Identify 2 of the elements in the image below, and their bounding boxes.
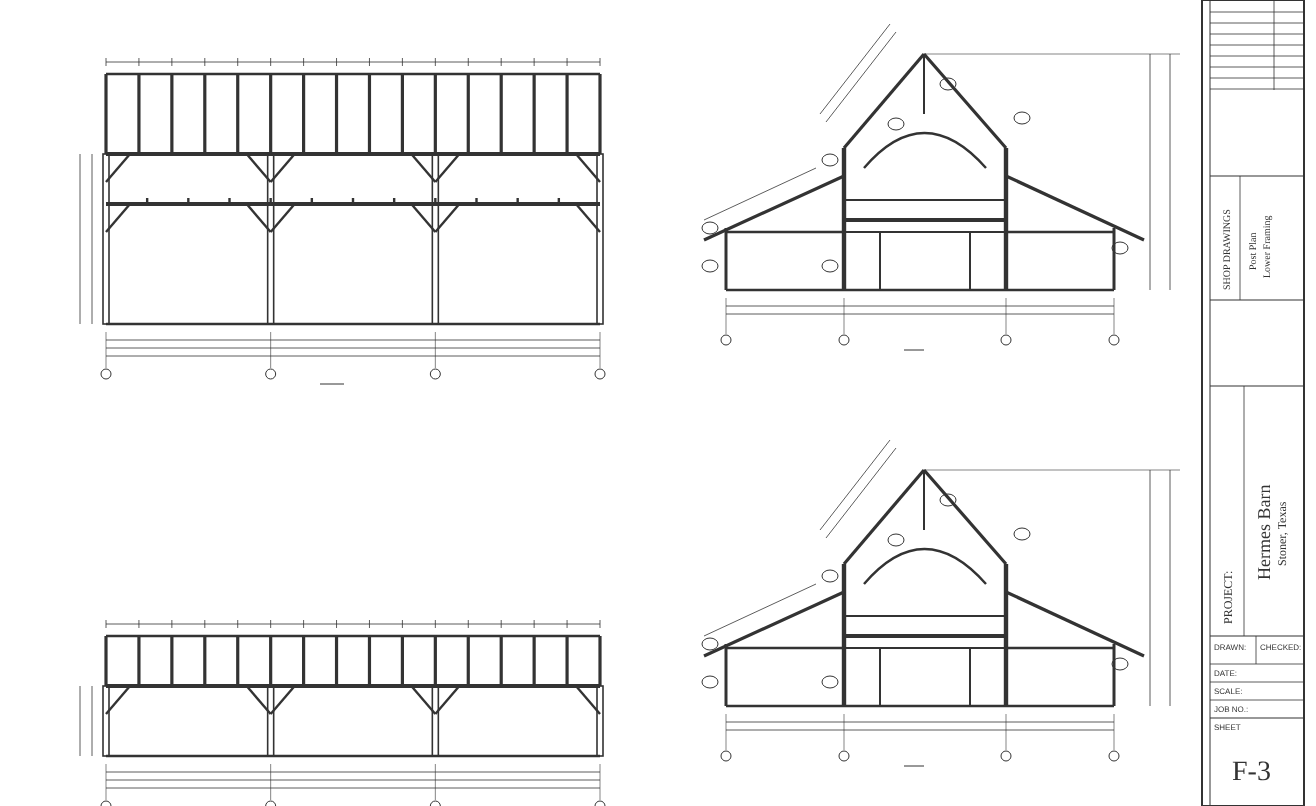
project-name: Hermes Barn — [1256, 484, 1274, 580]
sheet-number: F-3 — [1232, 760, 1271, 788]
